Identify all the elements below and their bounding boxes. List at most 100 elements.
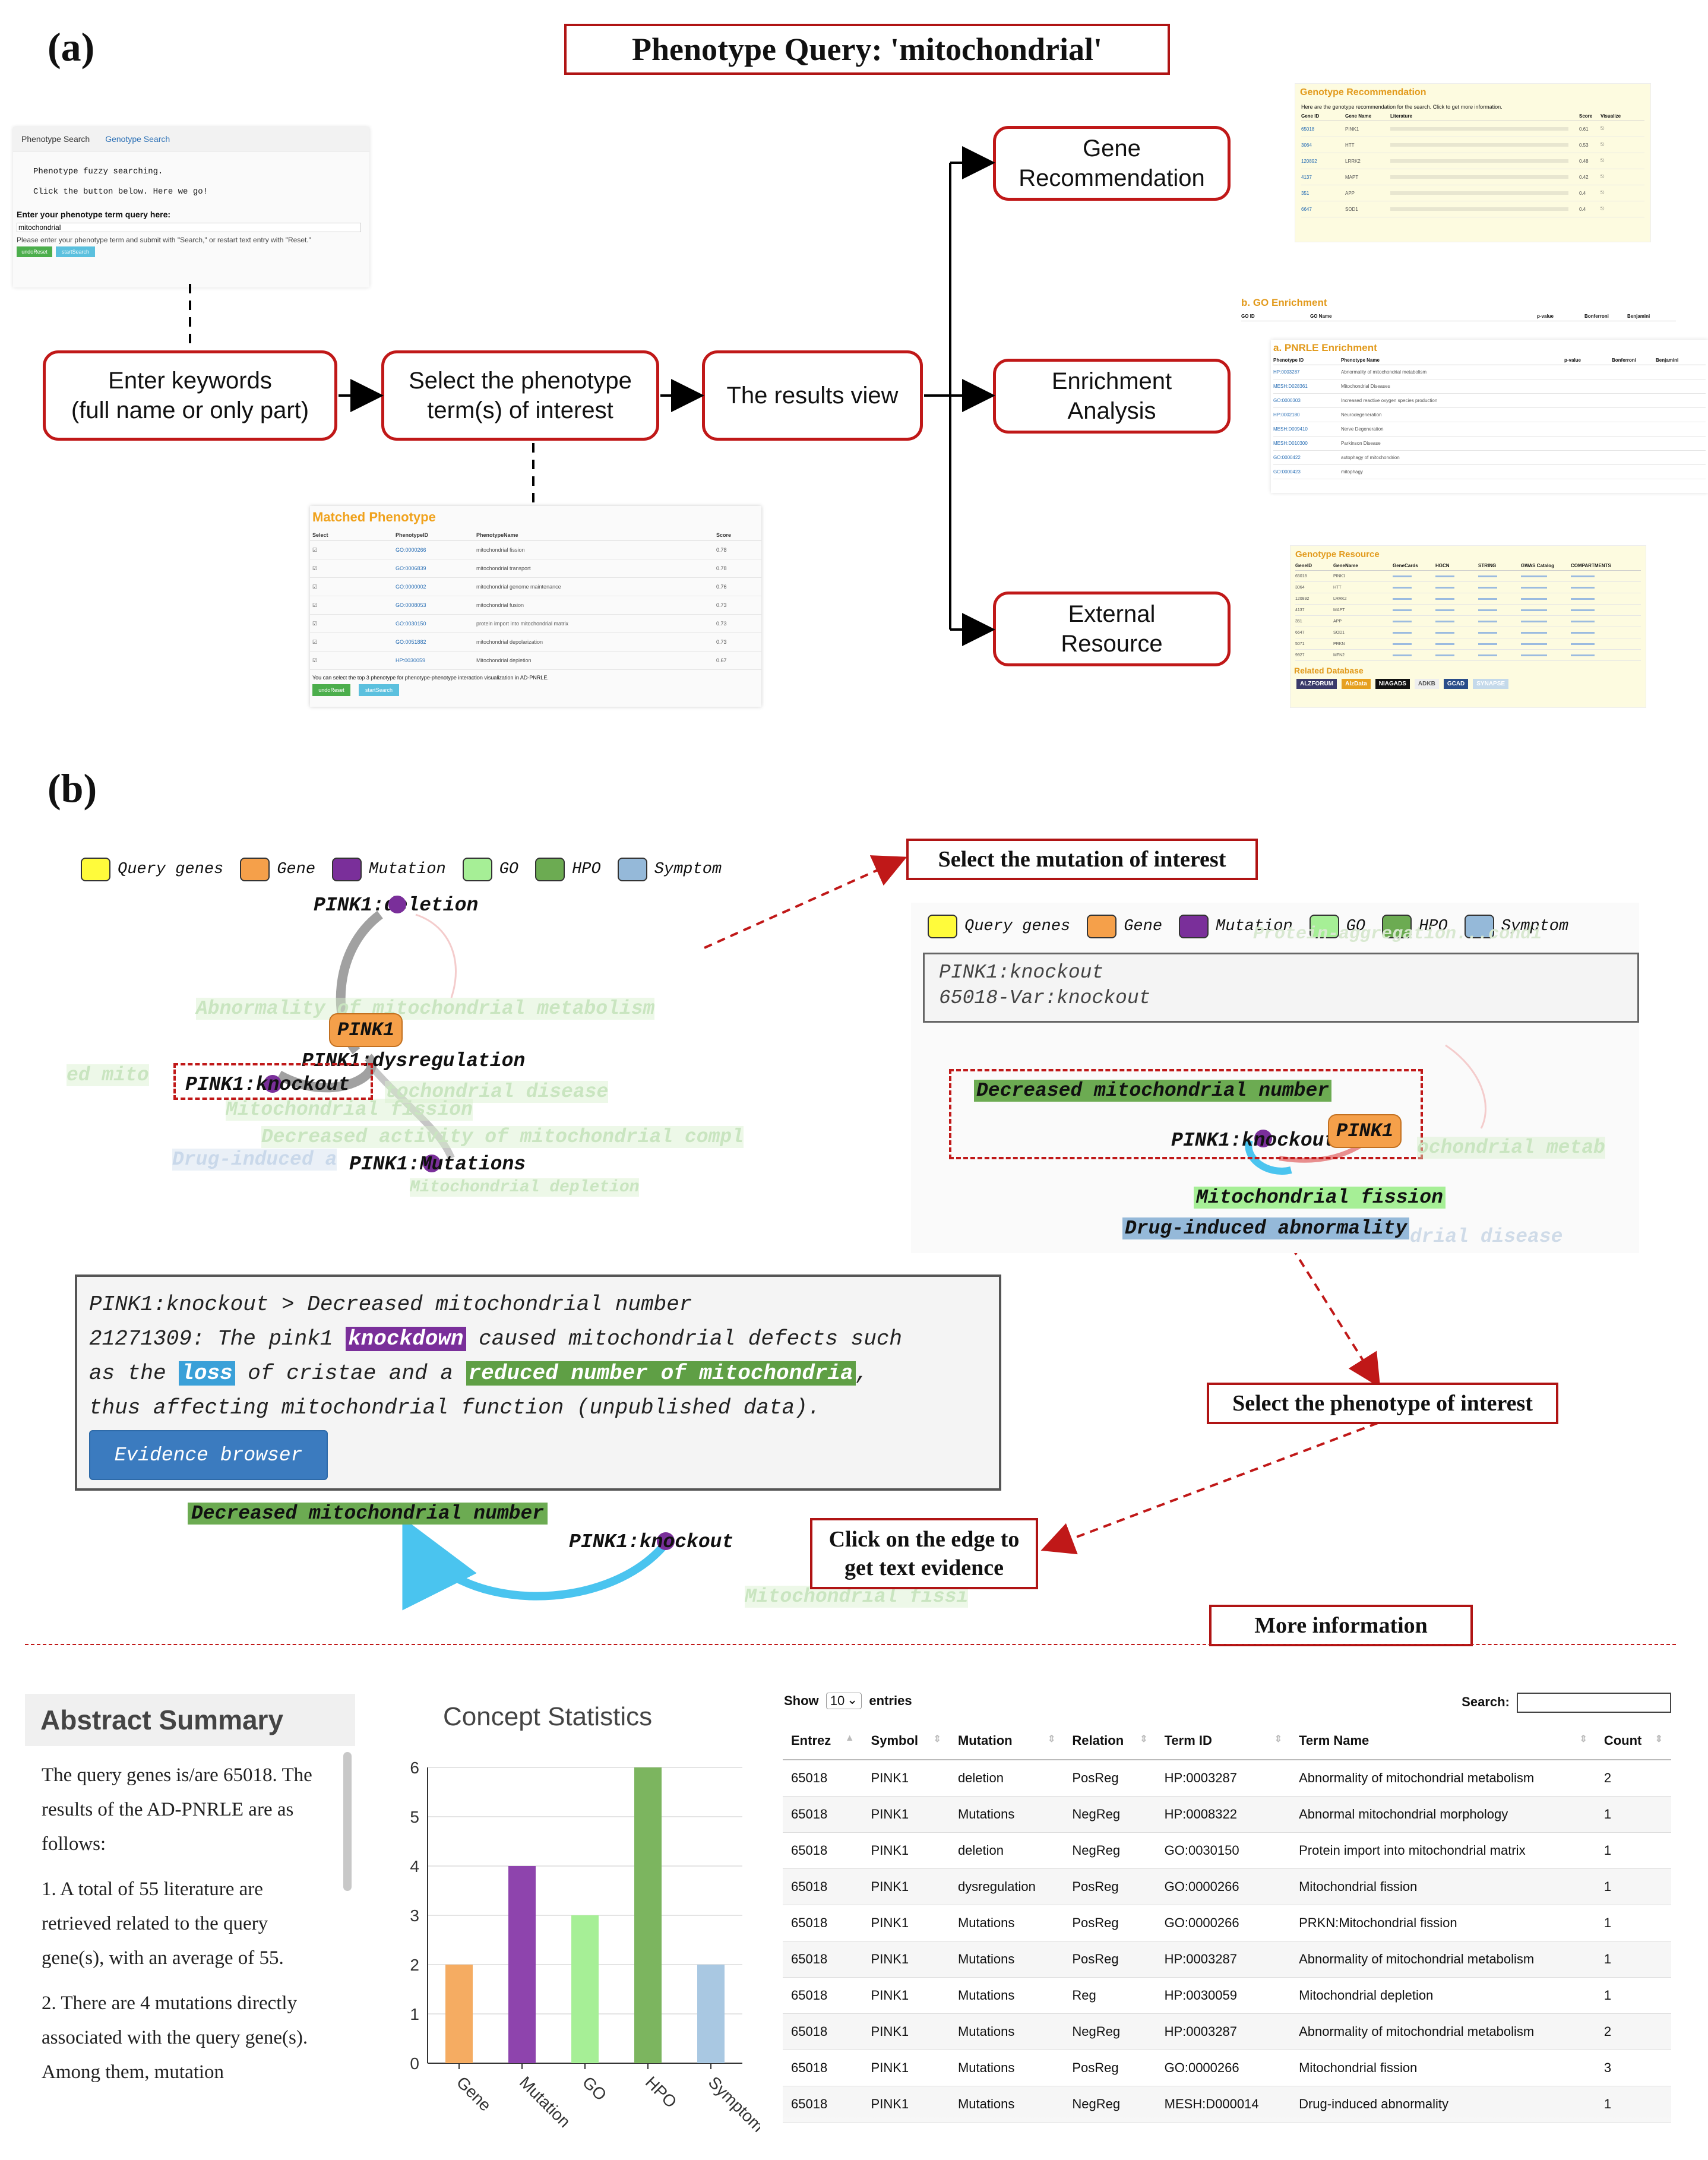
gene-id[interactable]: 351 (1301, 190, 1310, 196)
ext-link-marker[interactable] (1521, 643, 1547, 645)
checkbox-icon[interactable]: ☑ (312, 638, 318, 645)
column-header[interactable]: Term Name⇕ (1291, 1722, 1596, 1760)
database-logo[interactable]: GCAD (1443, 679, 1469, 689)
sort-icon[interactable]: ⇕ (1274, 1734, 1283, 1744)
column-header[interactable]: Entrez▲ (783, 1722, 863, 1760)
legend-item[interactable]: HPO (535, 858, 601, 881)
legend-item[interactable]: GO (1309, 915, 1365, 938)
column-header[interactable]: Mutation⇕ (949, 1722, 1064, 1760)
ext-link-marker[interactable] (1435, 654, 1454, 656)
checkbox-icon[interactable]: ☑ (312, 546, 318, 553)
matched-search-button[interactable]: startSearch (359, 684, 399, 696)
ext-link-marker[interactable] (1435, 620, 1454, 622)
database-logo[interactable]: SYNAPSE (1473, 679, 1509, 689)
ext-link-marker[interactable] (1435, 586, 1454, 589)
phenotype-query-input[interactable] (17, 223, 361, 232)
graph2-fission-label[interactable]: Mitochondrial fission (1194, 1187, 1446, 1209)
ext-link-marker[interactable] (1571, 631, 1595, 634)
database-logo[interactable]: ALZFORUM (1296, 679, 1337, 689)
legend-item[interactable]: Query genes (81, 858, 223, 881)
matched-id[interactable]: HP:0030059 (396, 657, 426, 663)
checkbox-icon[interactable]: ☑ (312, 583, 318, 590)
legend-item[interactable]: HPO (1382, 915, 1448, 938)
ext-link-marker[interactable] (1571, 643, 1595, 645)
database-logo[interactable]: AlzData (1342, 679, 1371, 689)
gene-id[interactable]: 3064 (1301, 142, 1312, 148)
ext-link-marker[interactable] (1571, 654, 1595, 656)
pnrle-id[interactable]: HP:0003287 (1273, 369, 1300, 375)
ext-link-marker[interactable] (1393, 643, 1412, 645)
visualize-icon[interactable]: ⎋ (1601, 174, 1605, 179)
graph3-knockout-node[interactable] (657, 1532, 675, 1550)
graph1-knockout-node[interactable] (264, 1075, 281, 1093)
column-header[interactable]: Term ID⇕ (1156, 1722, 1291, 1760)
ext-link-marker[interactable] (1521, 620, 1547, 622)
ext-link-marker[interactable] (1393, 654, 1412, 656)
ext-link-marker[interactable] (1435, 597, 1454, 600)
bar-go[interactable] (571, 1915, 599, 2063)
matched-id[interactable]: GO:0000266 (396, 547, 426, 553)
sort-icon[interactable]: ▲ (844, 1733, 855, 1743)
sort-icon[interactable]: ⇕ (1579, 1734, 1587, 1744)
ext-link-marker[interactable] (1393, 597, 1412, 600)
ext-link-marker[interactable] (1393, 586, 1412, 589)
abstract-scrollbar[interactable] (343, 1752, 352, 1891)
pnrle-id[interactable]: GO:0000303 (1273, 398, 1301, 403)
legend-item[interactable]: Query genes (928, 915, 1070, 938)
graph1-mutations-node[interactable] (423, 1155, 441, 1172)
ext-link-marker[interactable] (1478, 586, 1497, 589)
graph2-knockout-node[interactable] (1254, 1130, 1272, 1147)
visualize-icon[interactable]: ⎋ (1601, 126, 1605, 131)
ext-link-marker[interactable] (1393, 631, 1412, 634)
ext-link-marker[interactable] (1393, 620, 1412, 622)
legend-item[interactable]: Symptom (1464, 915, 1568, 938)
gene-id[interactable]: 6647 (1301, 206, 1312, 212)
sort-icon[interactable]: ⇕ (1047, 1734, 1056, 1744)
ext-link-marker[interactable] (1478, 575, 1497, 577)
ext-link-marker[interactable] (1571, 575, 1595, 577)
pnrle-id[interactable]: GO:0000423 (1273, 469, 1301, 475)
ext-link-marker[interactable] (1521, 631, 1547, 634)
legend-item[interactable]: Gene (240, 858, 315, 881)
ext-link-marker[interactable] (1393, 609, 1412, 611)
tab-phenotype-search[interactable]: Phenotype Search (21, 134, 90, 144)
ext-link-marker[interactable] (1478, 631, 1497, 634)
legend-item[interactable]: Mutation (1179, 915, 1293, 938)
legend-item[interactable]: Gene (1087, 915, 1162, 938)
ext-link-marker[interactable] (1571, 586, 1595, 589)
pnrle-id[interactable]: MESH:D010300 (1273, 441, 1308, 446)
ext-link-marker[interactable] (1521, 575, 1547, 577)
column-header[interactable]: Relation⇕ (1064, 1722, 1156, 1760)
matched-id[interactable]: GO:0006839 (396, 565, 426, 571)
ext-link-marker[interactable] (1521, 586, 1547, 589)
gene-id[interactable]: 65018 (1301, 126, 1315, 132)
graph1-knockout-label[interactable]: PINK1:knockout (185, 1074, 350, 1096)
pnrle-id[interactable]: MESH:D009410 (1273, 426, 1308, 432)
tab-genotype-search[interactable]: Genotype Search (105, 134, 170, 144)
graph2-pink1-node[interactable]: PINK1 (1328, 1114, 1402, 1148)
ext-link-marker[interactable] (1571, 620, 1595, 622)
pnrle-id[interactable]: HP:0002180 (1273, 412, 1300, 418)
column-header[interactable]: Symbol⇕ (862, 1722, 950, 1760)
legend-item[interactable]: Symptom (617, 858, 722, 881)
ext-link-marker[interactable] (1478, 643, 1497, 645)
ext-link-marker[interactable] (1571, 597, 1595, 600)
column-header[interactable]: Count⇕ (1595, 1722, 1671, 1760)
undo-reset-button[interactable]: undoReset (17, 246, 52, 257)
